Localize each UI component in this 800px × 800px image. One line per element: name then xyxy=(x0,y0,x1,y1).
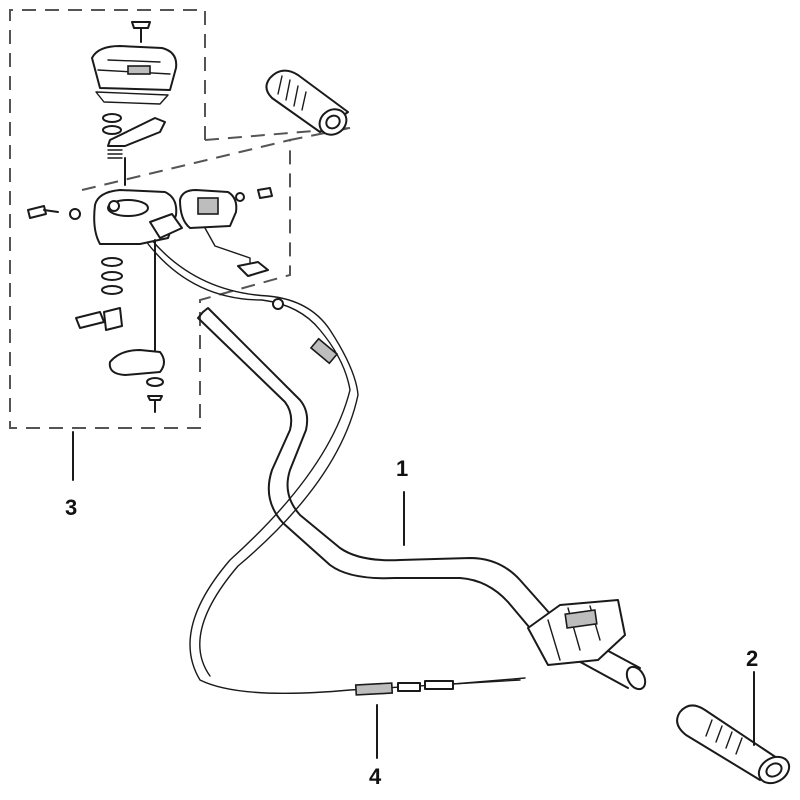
callout-4: 4 xyxy=(369,764,382,789)
assembly-boundary xyxy=(9,9,351,429)
throttle-housing xyxy=(527,599,626,666)
master-cylinder-assembly xyxy=(27,21,273,413)
grip-lower xyxy=(676,704,791,785)
grip-upper xyxy=(265,69,349,136)
handlebar xyxy=(197,307,647,691)
callout-2: 2 xyxy=(746,646,759,671)
throttle-cable xyxy=(144,237,526,696)
callout-1: 1 xyxy=(396,456,409,481)
callout-3: 3 xyxy=(65,495,78,520)
